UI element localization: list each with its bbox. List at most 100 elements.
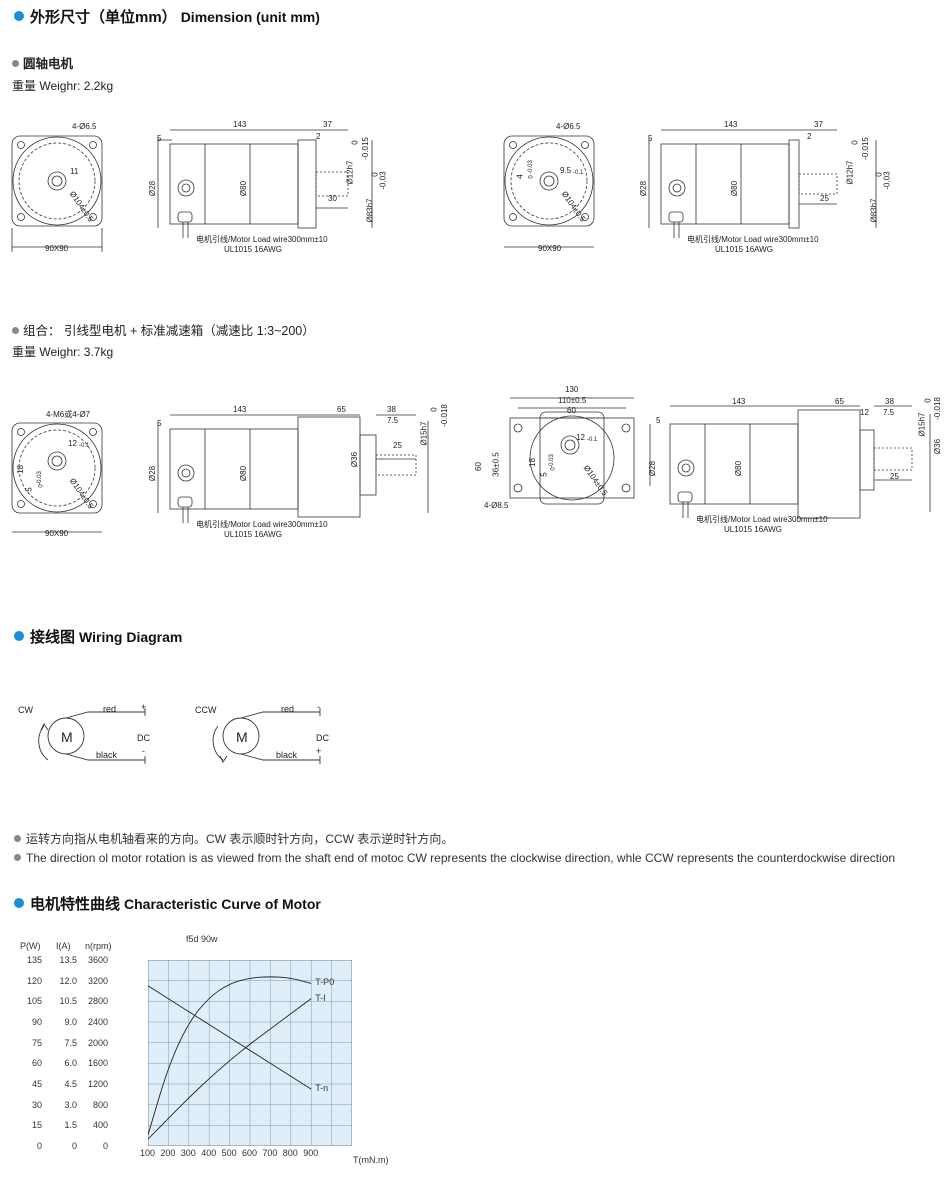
- label-holes: 4-Ø6.5: [556, 122, 581, 131]
- axis-tick-n: 2800: [87, 996, 108, 1007]
- axis-tick-i: 9.0: [64, 1017, 77, 1027]
- axis-tick-i: 12.0: [59, 975, 77, 986]
- label-key: 9.5: [560, 166, 572, 175]
- axis-tick-p: 90: [31, 1017, 42, 1027]
- axis-tick-n: 0: [102, 1141, 108, 1151]
- x-tick-label: 800: [282, 1148, 298, 1158]
- terminal-top: -: [317, 702, 320, 712]
- label-awg: UL1015 16AWG: [224, 530, 282, 539]
- axis-tick-p: 30: [31, 1099, 42, 1110]
- label-143: 143: [233, 120, 247, 129]
- label-tol12b: -0.015: [360, 137, 370, 160]
- axis-tick-p: 135: [26, 955, 42, 965]
- dc-label: DC: [316, 733, 329, 743]
- drawing-round-shaft-b: [503, 129, 877, 248]
- axis-tick-n: 2400: [87, 1017, 108, 1027]
- wire-black-label: black: [276, 750, 298, 760]
- label-d83: Ø83h7: [869, 198, 879, 223]
- x-tick-label: 900: [303, 1148, 319, 1158]
- axis-tick-p: 45: [31, 1079, 42, 1089]
- axis-tick-p: 105: [26, 996, 42, 1007]
- wiring-ccw-direction: CCW: [195, 705, 217, 715]
- axis-header-n: n(rpm): [85, 941, 112, 951]
- label-tol83b: -0.03: [882, 171, 892, 190]
- label-keytol: -0.1: [587, 437, 598, 443]
- series-t-n-line: [148, 985, 312, 1090]
- label-5: 5: [157, 419, 162, 428]
- label-tol4b: 0: [528, 175, 535, 179]
- label-holes: 4-Ø8.5: [484, 501, 509, 510]
- wire-black-label: black: [96, 750, 118, 760]
- round-shaft-title: 圆轴电机: [12, 53, 73, 72]
- x-tick-label: 300: [180, 1148, 196, 1158]
- label-37: 37: [814, 120, 823, 129]
- label-38: 38: [885, 397, 894, 406]
- drawing-3-labels: 4-M6或4-Ø7 12 -0.1 5 -0.03 0 18 Ø104±0.5 …: [0, 395, 460, 555]
- label-d12: Ø12h7: [345, 160, 355, 185]
- label-37: 37: [323, 120, 332, 129]
- round-shaft-title-text: 圆轴电机: [23, 57, 74, 71]
- chart-title: f5d 90w: [186, 934, 218, 944]
- label-d28: Ø28: [648, 460, 658, 477]
- axis-tick-n: 1200: [87, 1079, 108, 1089]
- axis-tick-n: 1600: [87, 1058, 108, 1069]
- label-d28: Ø28: [148, 465, 158, 482]
- label-tol5b: 0: [550, 467, 557, 471]
- label-65: 65: [835, 397, 844, 406]
- series-label-t-n: T-n: [315, 1083, 329, 1094]
- label-tol15b: -0.018: [932, 397, 942, 420]
- motor-symbol: M: [236, 729, 248, 745]
- label-143: 143: [233, 405, 247, 414]
- label-tol5b: 0: [38, 484, 45, 488]
- section-title-cn: 外形尺寸（单位mm）: [30, 9, 177, 26]
- label-eighteen: 18: [15, 465, 25, 474]
- axis-tick-n: 400: [92, 1120, 108, 1131]
- label-h36: 36±0.5: [491, 452, 501, 477]
- axis-tick-n: 3200: [87, 975, 108, 986]
- label-d80: Ø80: [239, 465, 249, 482]
- label-size: 90X90: [538, 244, 562, 253]
- label-wire: 电机引线/Motor Load wire300mm±10: [687, 235, 819, 244]
- label-d80: Ø80: [730, 180, 740, 197]
- axis-tick-i: 3.0: [64, 1099, 77, 1110]
- axis-header-p: P(W): [20, 941, 41, 951]
- flange-front-view: [11, 135, 103, 227]
- bullet-icon: [12, 60, 19, 67]
- label-eighteen: 18: [527, 458, 537, 467]
- series-t-i-line: [148, 998, 312, 1140]
- label-d80: Ø80: [734, 460, 744, 477]
- label-d28: Ø28: [639, 180, 649, 197]
- label-eleven: 11: [70, 167, 79, 176]
- terminal-bottom: -: [142, 746, 145, 756]
- label-d83: Ø83h7: [365, 198, 375, 223]
- drawing-2-labels: 4-Ø6.5 9.5 -0.1 4 -0.03 0 Ø104±0.5 90X90…: [496, 110, 950, 270]
- axis-tick-i: 7.5: [64, 1037, 77, 1048]
- axis-tick-n: 3600: [87, 955, 108, 965]
- combo-title: 组合： 引线型电机 + 标准减速箱（减速比 1:3~200）: [12, 320, 315, 339]
- section-title-en: Characteristic Curve of Motor: [124, 896, 321, 912]
- motor-symbol: M: [61, 729, 73, 745]
- label-key: 12: [68, 439, 77, 448]
- label-pcd: Ø104±0.5: [67, 189, 96, 224]
- x-tick-label: 400: [201, 1148, 217, 1158]
- axis-tick-n: 2000: [87, 1037, 108, 1048]
- label-d12: Ø12h7: [845, 160, 855, 185]
- label-wire: 电机引线/Motor Load wire300mm±10: [196, 520, 328, 529]
- label-keytol: -0.1: [79, 443, 90, 449]
- label-tol5a: -0.03: [36, 471, 43, 485]
- section-title-en: Dimension (unit mm): [180, 9, 320, 25]
- axis-tick-i: 0: [71, 1141, 77, 1151]
- label-12: 12: [860, 408, 869, 417]
- label-2: 2: [316, 132, 321, 141]
- axis-tick-p: 60: [31, 1058, 42, 1069]
- label-pcd: Ø104±0.5: [581, 463, 610, 498]
- axis-header-i: I(A): [56, 941, 71, 951]
- label-d15: Ø15h7: [419, 421, 429, 446]
- drawing-combo-a: [11, 414, 429, 533]
- axis-tick-p: 15: [31, 1120, 42, 1131]
- wiring-diagrams: [38, 708, 321, 764]
- label-tol15b: -0.018: [439, 404, 449, 427]
- wiring-cw: [38, 708, 146, 764]
- label-38: 38: [387, 405, 396, 414]
